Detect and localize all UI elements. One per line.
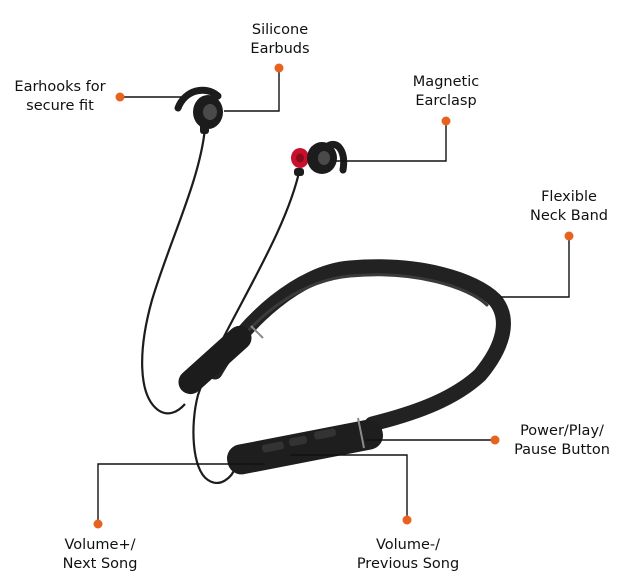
neckband-line2: Neck Band (521, 207, 617, 226)
power-callout: Power/Play/ Pause Button (504, 422, 620, 460)
power-line2: Pause Button (504, 441, 620, 460)
control-pod (225, 417, 386, 477)
callout-dots (94, 64, 574, 529)
magnetic-leader (336, 121, 446, 161)
volume-up-line1: Volume+/ (48, 536, 152, 555)
silicone-line2: Earbuds (236, 40, 324, 59)
left-control-pod (174, 321, 257, 399)
neckband-dot (565, 232, 574, 241)
volume-down-line1: Volume-/ (345, 536, 471, 555)
earhooks-dot (116, 93, 125, 102)
volume-up-dot (94, 520, 103, 529)
silicone-line1: Silicone (236, 21, 324, 40)
volume-down-dot (403, 516, 412, 525)
magnetic-line1: Magnetic (400, 73, 492, 92)
silicone-leader (224, 68, 279, 111)
volume-up-callout: Volume+/ Next Song (48, 536, 152, 574)
right-earbud (291, 142, 344, 176)
volume-down-line2: Previous Song (345, 555, 471, 574)
magnetic-callout: Magnetic Earclasp (400, 73, 492, 111)
power-dot (491, 436, 500, 445)
volume-up-line2: Next Song (48, 555, 152, 574)
earhooks-line2: secure fit (6, 97, 114, 116)
left-earbud (178, 90, 223, 134)
earhooks-callout: Earhooks for secure fit (6, 78, 114, 116)
earhooks-line1: Earhooks for (6, 78, 114, 97)
power-line1: Power/Play/ (504, 422, 620, 441)
volume-down-callout: Volume-/ Previous Song (345, 536, 471, 574)
neckband-headphones (142, 90, 503, 483)
volume-down-leader (290, 455, 407, 520)
neckband-line1: Flexible (521, 188, 617, 207)
silicone-callout: Silicone Earbuds (236, 21, 324, 59)
magnetic-line2: Earclasp (400, 92, 492, 111)
neckband-leader (500, 236, 569, 297)
neckband-callout: Flexible Neck Band (521, 188, 617, 226)
silicone-dot (275, 64, 284, 73)
magnetic-dot (442, 117, 451, 126)
